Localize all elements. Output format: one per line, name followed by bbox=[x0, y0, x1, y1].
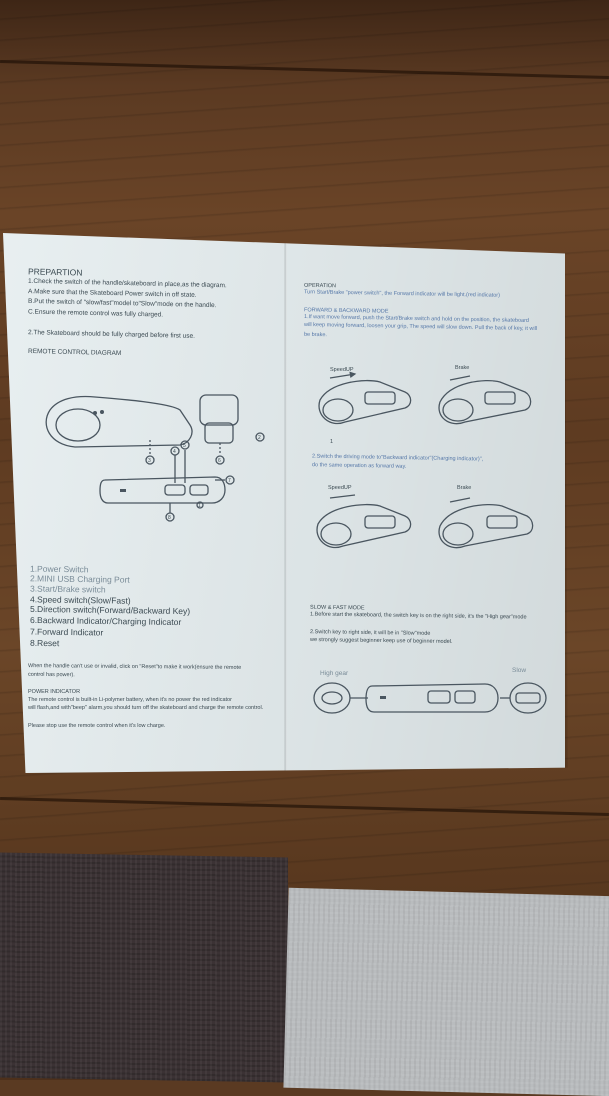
slow-label: Slow bbox=[512, 667, 527, 674]
legend-item: 6.Backward Indicator/Charging Indicator bbox=[29, 614, 182, 628]
direction-switch bbox=[164, 484, 186, 496]
speedup-label: SpeedUP bbox=[330, 367, 354, 373]
legend-item: 3.Start/Brake switch bbox=[29, 583, 106, 595]
usb-port bbox=[120, 489, 126, 492]
remote-thumb-wheel bbox=[55, 408, 101, 442]
legend-item: 7.Forward Indicator bbox=[29, 626, 104, 638]
callout: 6 bbox=[218, 458, 221, 464]
low-charge-note: Please stop use the remote control when … bbox=[28, 723, 166, 729]
dark-rug bbox=[0, 852, 288, 1083]
legend-item: 8.Reset bbox=[29, 637, 60, 649]
callout-dot bbox=[196, 501, 204, 509]
remote-side-outline bbox=[199, 394, 239, 426]
fb-mode-figures bbox=[318, 371, 532, 425]
indicator-icon bbox=[93, 411, 97, 415]
instruction-sheet bbox=[3, 233, 565, 773]
brake-label: Brake bbox=[455, 365, 470, 371]
figure-number: 1 bbox=[330, 439, 334, 445]
callout: 1 bbox=[198, 503, 201, 509]
remote-bottom-outline bbox=[99, 476, 226, 504]
remote-top-outline bbox=[45, 395, 193, 448]
speed-switch bbox=[189, 484, 209, 496]
light-rug bbox=[283, 887, 609, 1096]
power-indicator-title: POWER INDICATOR bbox=[28, 689, 81, 695]
callout: 5 bbox=[183, 443, 186, 449]
callout: 8 bbox=[168, 515, 171, 521]
power-indicator-text: The remote control is built-in Li-polyme… bbox=[28, 697, 232, 703]
callout: 4 bbox=[173, 449, 176, 455]
callout: 2 bbox=[258, 435, 261, 441]
indicator-icon bbox=[100, 410, 104, 414]
slow-fast-diagram bbox=[313, 682, 547, 714]
fb-mode-text: be brake. bbox=[303, 331, 328, 339]
power-indicator-text: will flash,and with"beep" alarm,you shou… bbox=[28, 705, 264, 711]
high-gear-label: High gear bbox=[320, 670, 349, 677]
legend-item: 5.Direction switch(Forward/Backward Key) bbox=[29, 603, 191, 617]
reset-note: control has power). bbox=[27, 671, 75, 679]
speedup-label: SpeedUP bbox=[328, 485, 352, 491]
preparation-title: PREPARTION bbox=[27, 266, 83, 278]
callout: 7 bbox=[228, 478, 231, 484]
callout: 3 bbox=[148, 458, 151, 464]
backward-mode-figures bbox=[316, 494, 534, 549]
brake-label: Brake bbox=[457, 485, 472, 491]
remote-control-diagram: 3 4 5 6 2 7 8 1 bbox=[45, 394, 265, 522]
